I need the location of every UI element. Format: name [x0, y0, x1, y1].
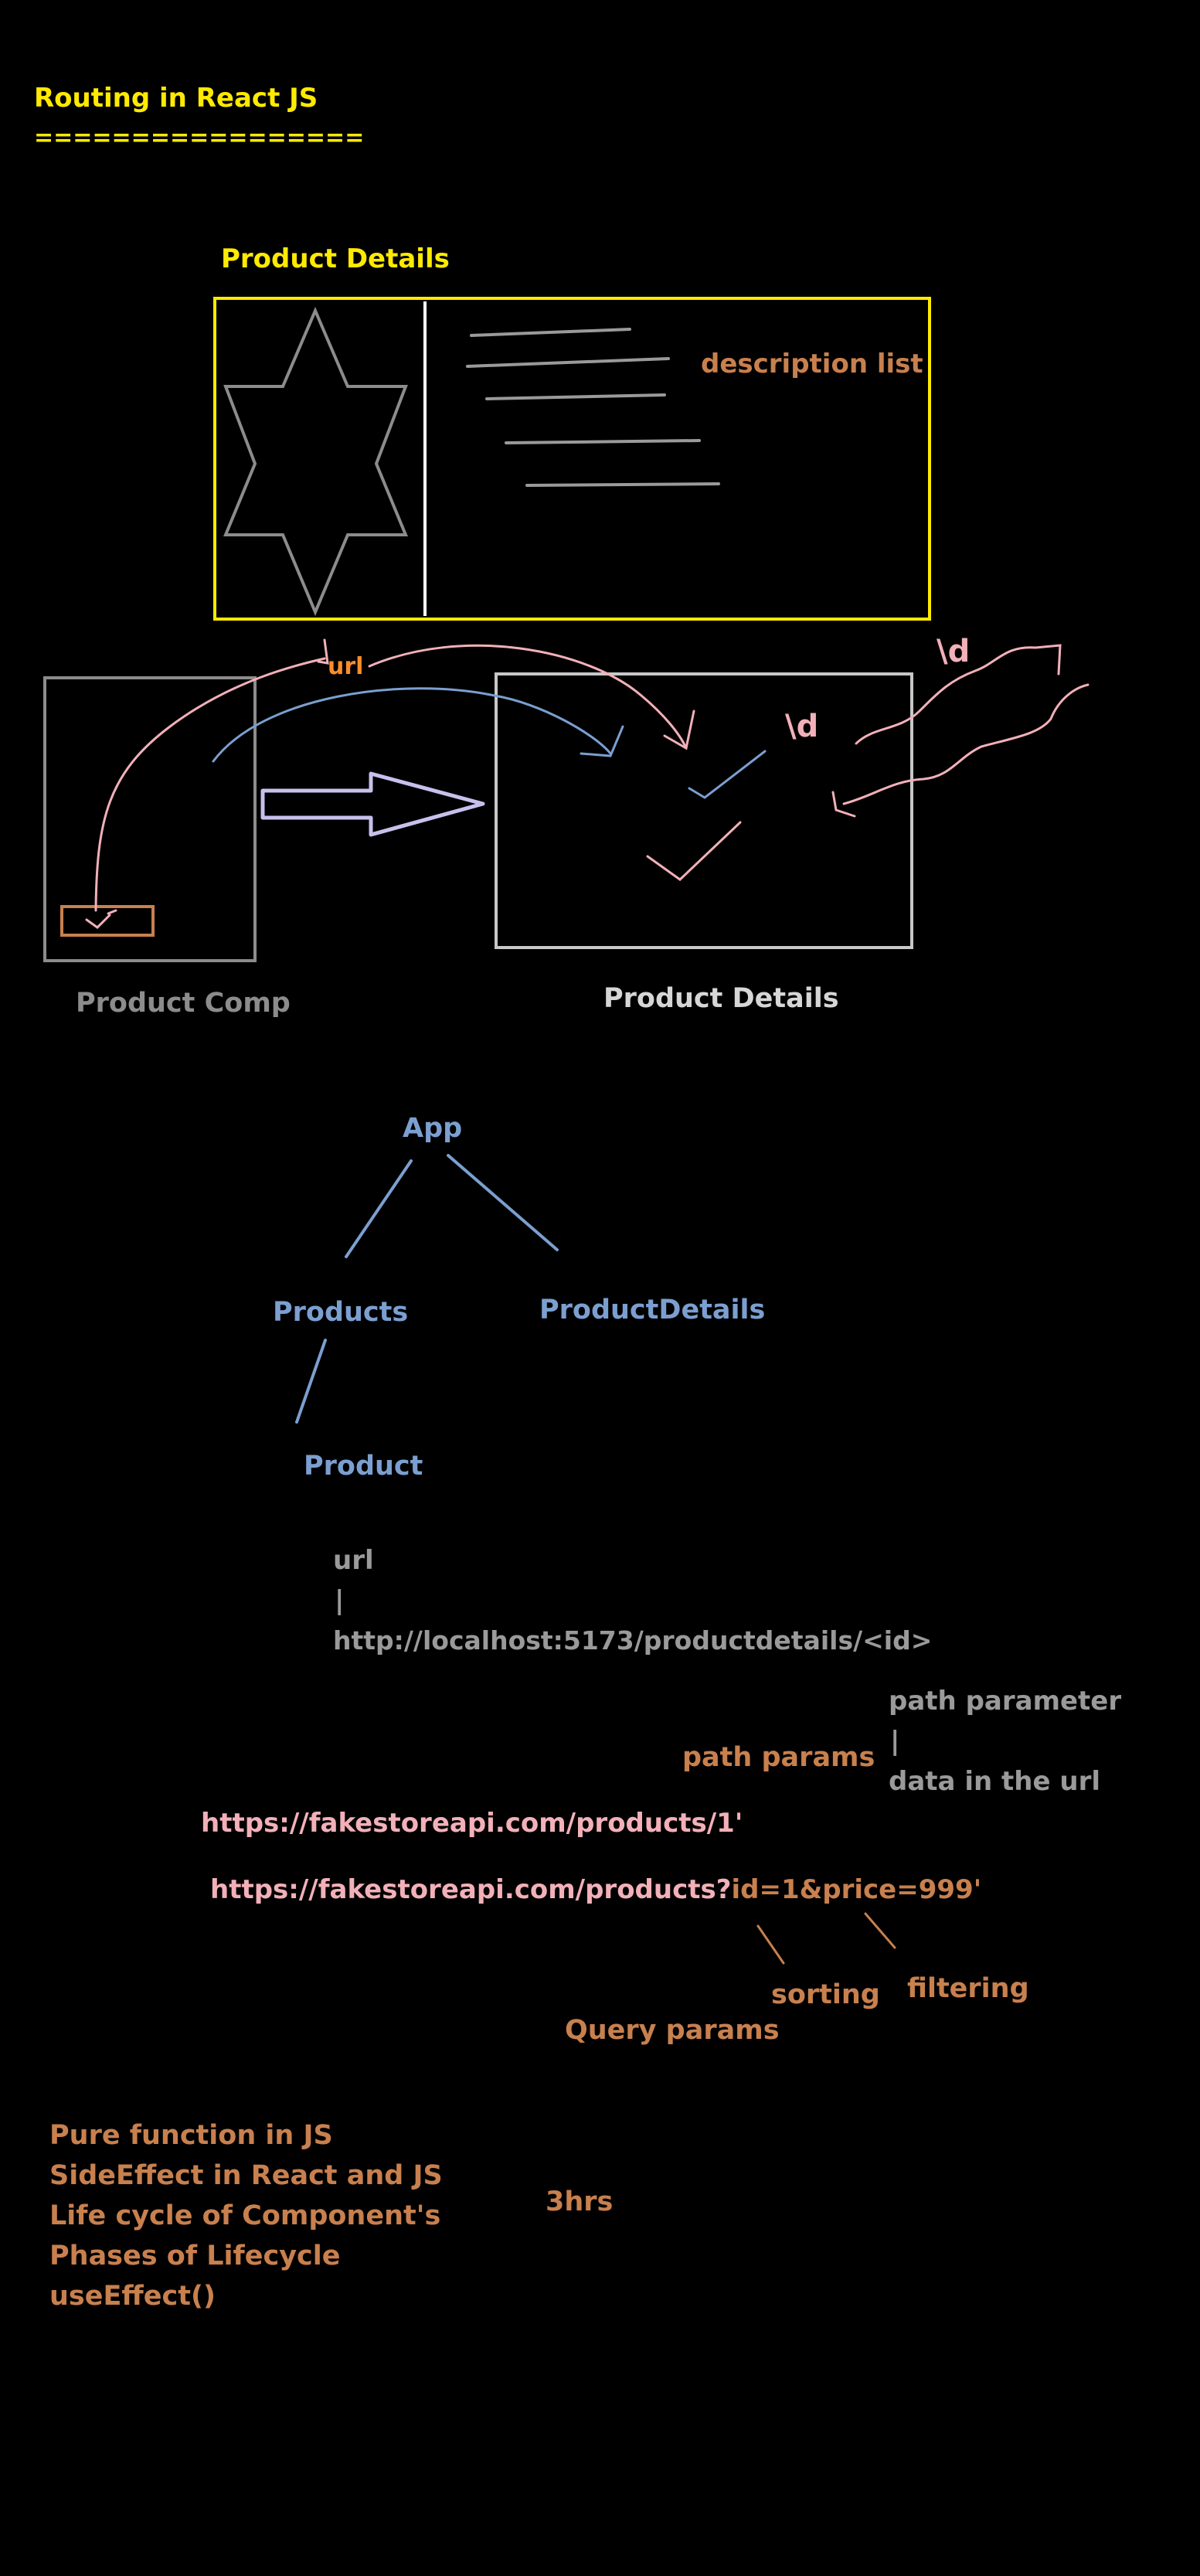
url-flow-curve: [94, 657, 326, 912]
product-details-caption: Product Details: [603, 983, 839, 1014]
path-param-note-1: path parameter: [889, 1686, 1121, 1717]
click-cursor-icon: [85, 909, 117, 929]
mockup-frame: [213, 297, 931, 621]
url-flow-curve-2: [368, 644, 688, 750]
agenda-item: Pure function in JS: [49, 2120, 333, 2151]
scribble-id-1: \d: [785, 709, 818, 744]
mockup-title: Product Details: [221, 243, 450, 274]
url-note-label: url: [333, 1545, 374, 1576]
example-query-url: https://fakestoreapi.com/products?id=1&p…: [210, 1874, 981, 1905]
url-note-pipe: |: [335, 1585, 344, 1616]
query-params-label: Query params: [565, 2015, 780, 2046]
product-comp-caption: Product Comp: [76, 988, 291, 1019]
scribble-line-2: [842, 683, 1090, 805]
tree-edge-app-products: [345, 1159, 413, 1258]
url-tick: [317, 638, 329, 665]
filtering-pointer: [864, 1912, 896, 1949]
duration-label: 3hrs: [546, 2186, 613, 2217]
path-param-note-2: data in the url: [889, 1766, 1100, 1797]
tree-node-productdetails: ProductDetails: [539, 1295, 765, 1325]
data-flow-arrowhead: [580, 725, 624, 757]
pink-check-mark: [646, 821, 742, 881]
path-param-note-pipe: |: [890, 1726, 899, 1757]
example-query-base: https://fakestoreapi.com/products?: [210, 1874, 731, 1905]
data-flow-arc: [212, 687, 612, 763]
agenda-list: Pure function in JS SideEffect in React …: [49, 2120, 443, 2312]
scribble-tick: [831, 791, 856, 818]
url-pattern: http://localhost:5173/productdetails/<id…: [333, 1625, 932, 1656]
example-query-params: id=1&price=999': [731, 1874, 981, 1905]
tree-node-products: Products: [273, 1297, 408, 1328]
agenda-item: useEffect(): [49, 2281, 216, 2312]
star-image-placeholder: [223, 306, 408, 617]
sorting-label: sorting: [771, 1979, 880, 2010]
description-lines: [466, 328, 720, 487]
description-list-label: description list: [701, 349, 923, 379]
filtering-label: filtering: [907, 1973, 1029, 2004]
tree-node-product: Product: [304, 1451, 423, 1482]
agenda-item: Life cycle of Component's: [49, 2200, 440, 2231]
path-params-label: path params: [682, 1742, 875, 1773]
agenda-item: SideEffect in React and JS: [49, 2160, 443, 2191]
page-title: Routing in React JS: [34, 83, 318, 114]
url-arrowhead: [663, 710, 695, 750]
tree-edge-products-product: [295, 1339, 327, 1424]
url-label: url: [328, 653, 363, 680]
example-path-url: https://fakestoreapi.com/products/1': [201, 1808, 743, 1839]
navigate-arrow: [260, 771, 485, 837]
tree-node-app: App: [403, 1113, 462, 1144]
sorting-pointer: [756, 1924, 785, 1965]
blue-check-mark: [688, 750, 767, 799]
scribble-line-1: [855, 644, 1062, 745]
scribble-id-2: \d: [937, 634, 970, 669]
product-link-button: [60, 905, 155, 937]
tree-edge-app-productdetails: [447, 1154, 559, 1251]
title-underline: =================: [34, 124, 364, 151]
product-comp-box: [43, 676, 257, 962]
product-details-box: [495, 672, 913, 949]
agenda-item: Phases of Lifecycle: [49, 2241, 341, 2271]
